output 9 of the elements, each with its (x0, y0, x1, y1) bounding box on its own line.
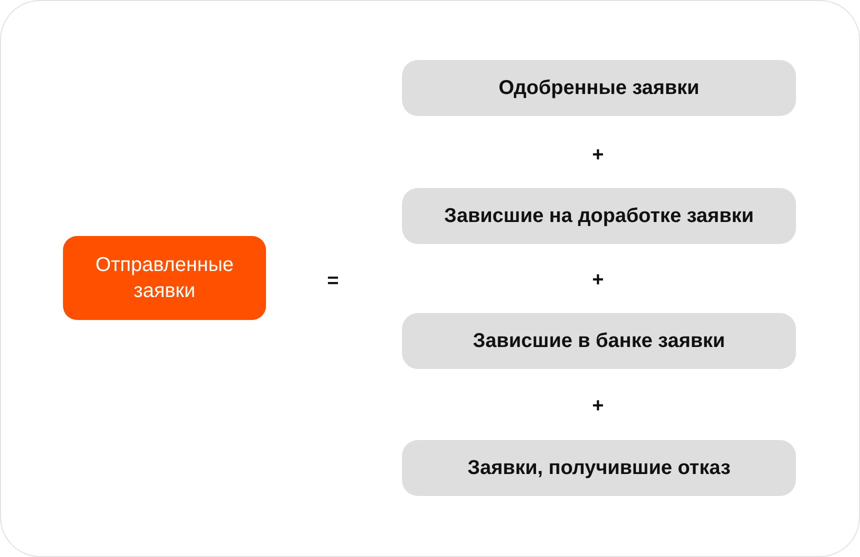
category-box: Заявки, получившие отказ (402, 440, 796, 496)
category-box: Зависшие в банке заявки (402, 313, 796, 369)
equals-sign: = (327, 270, 339, 292)
plus-sign: + (592, 269, 604, 291)
plus-sign: + (592, 144, 604, 166)
plus-sign: + (592, 395, 604, 417)
highlighted-box: Отправленные заявки (63, 236, 266, 320)
category-box: Одобренные заявки (402, 60, 796, 116)
category-box: Зависшие на доработке заявки (402, 188, 796, 244)
